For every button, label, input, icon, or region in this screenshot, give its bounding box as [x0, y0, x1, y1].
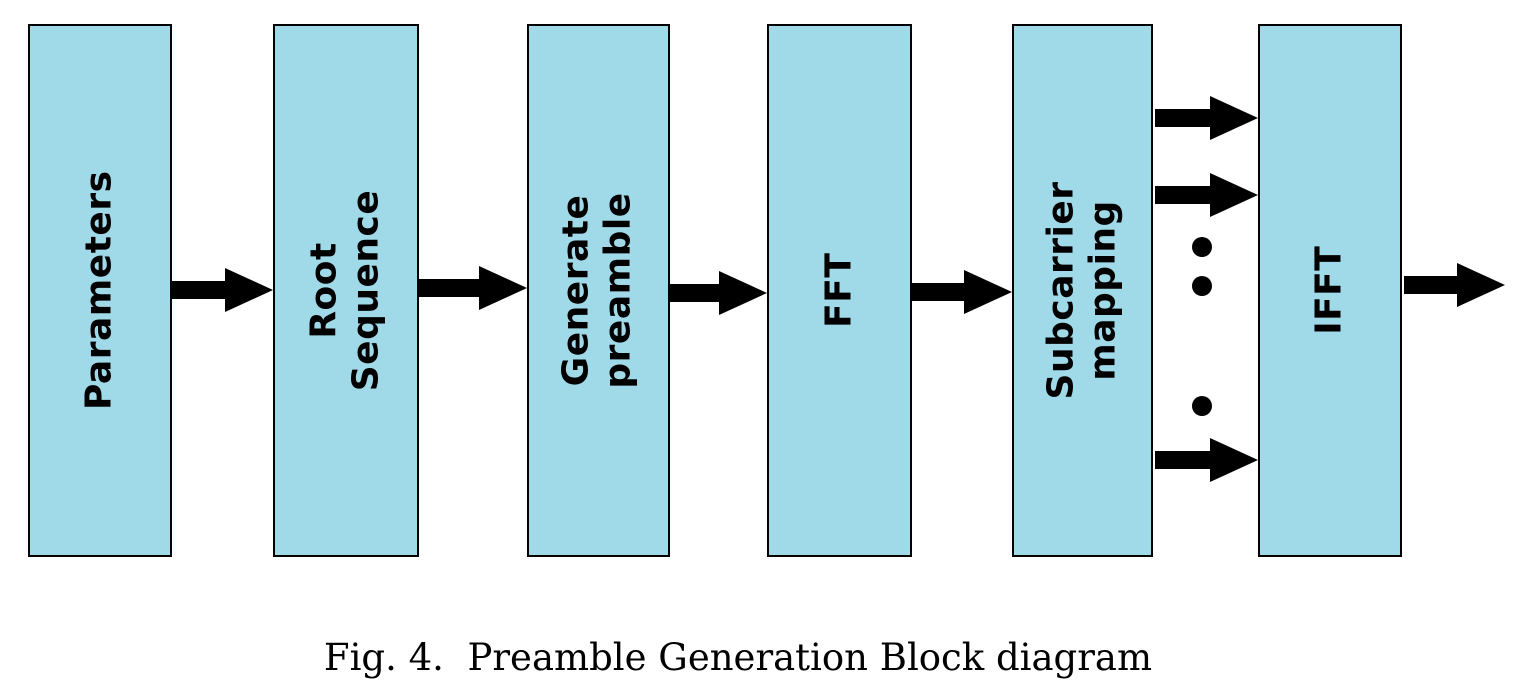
arrow-shaft: [1155, 186, 1210, 204]
ellipsis-dot: [1192, 396, 1212, 416]
arrow-head-icon: [964, 270, 1012, 314]
arrow-head-icon: [1210, 438, 1258, 482]
arrow-shaft: [1155, 109, 1210, 127]
arrow-shaft: [1404, 276, 1457, 294]
arrow-generate-preamble-to-fft: [670, 271, 767, 315]
figure-caption: Fig. 4. Preamble Generation Block diagra…: [323, 636, 1153, 679]
arrow-head-icon: [719, 271, 767, 315]
block-fft: FFT: [767, 24, 912, 557]
arrow-head-icon: [1210, 173, 1258, 217]
block-ifft-label: IFFT: [1308, 245, 1350, 336]
arrow-subcarrier-to-ifft-1: [1155, 96, 1258, 140]
arrow-parameters-to-root-sequence: [172, 268, 273, 312]
arrow-shaft: [419, 279, 479, 297]
block-root-sequence: Root Sequence: [273, 24, 419, 557]
block-ifft: IFFT: [1258, 24, 1402, 557]
block-root-sequence-label: Root Sequence: [303, 189, 388, 392]
block-fft-label: FFT: [818, 252, 860, 329]
block-subcarrier-mapping: Subcarrier mapping: [1012, 24, 1153, 557]
arrow-head-icon: [479, 266, 527, 310]
arrow-fft-to-subcarrier-mapping: [912, 270, 1012, 314]
block-generate-preamble: Generate preamble: [527, 24, 670, 557]
arrow-head-icon: [1210, 96, 1258, 140]
arrow-head-icon: [1457, 263, 1505, 307]
arrow-head-icon: [225, 268, 273, 312]
block-subcarrier-mapping-label: Subcarrier mapping: [1040, 181, 1124, 400]
ellipsis-dot: [1192, 276, 1212, 296]
arrow-shaft: [1155, 451, 1210, 469]
block-parameters-label: Parameters: [78, 170, 120, 411]
arrow-ifft-output: [1404, 263, 1505, 307]
arrow-subcarrier-to-ifft-2: [1155, 173, 1258, 217]
block-parameters: Parameters: [28, 24, 172, 557]
arrow-root-sequence-to-generate-preamble: [419, 266, 527, 310]
block-generate-preamble-label: Generate preamble: [556, 192, 640, 389]
arrow-subcarrier-to-ifft-3: [1155, 438, 1258, 482]
arrow-shaft: [670, 284, 719, 302]
arrow-shaft: [912, 283, 964, 301]
arrow-shaft: [172, 281, 225, 299]
ellipsis-dot: [1192, 237, 1212, 257]
